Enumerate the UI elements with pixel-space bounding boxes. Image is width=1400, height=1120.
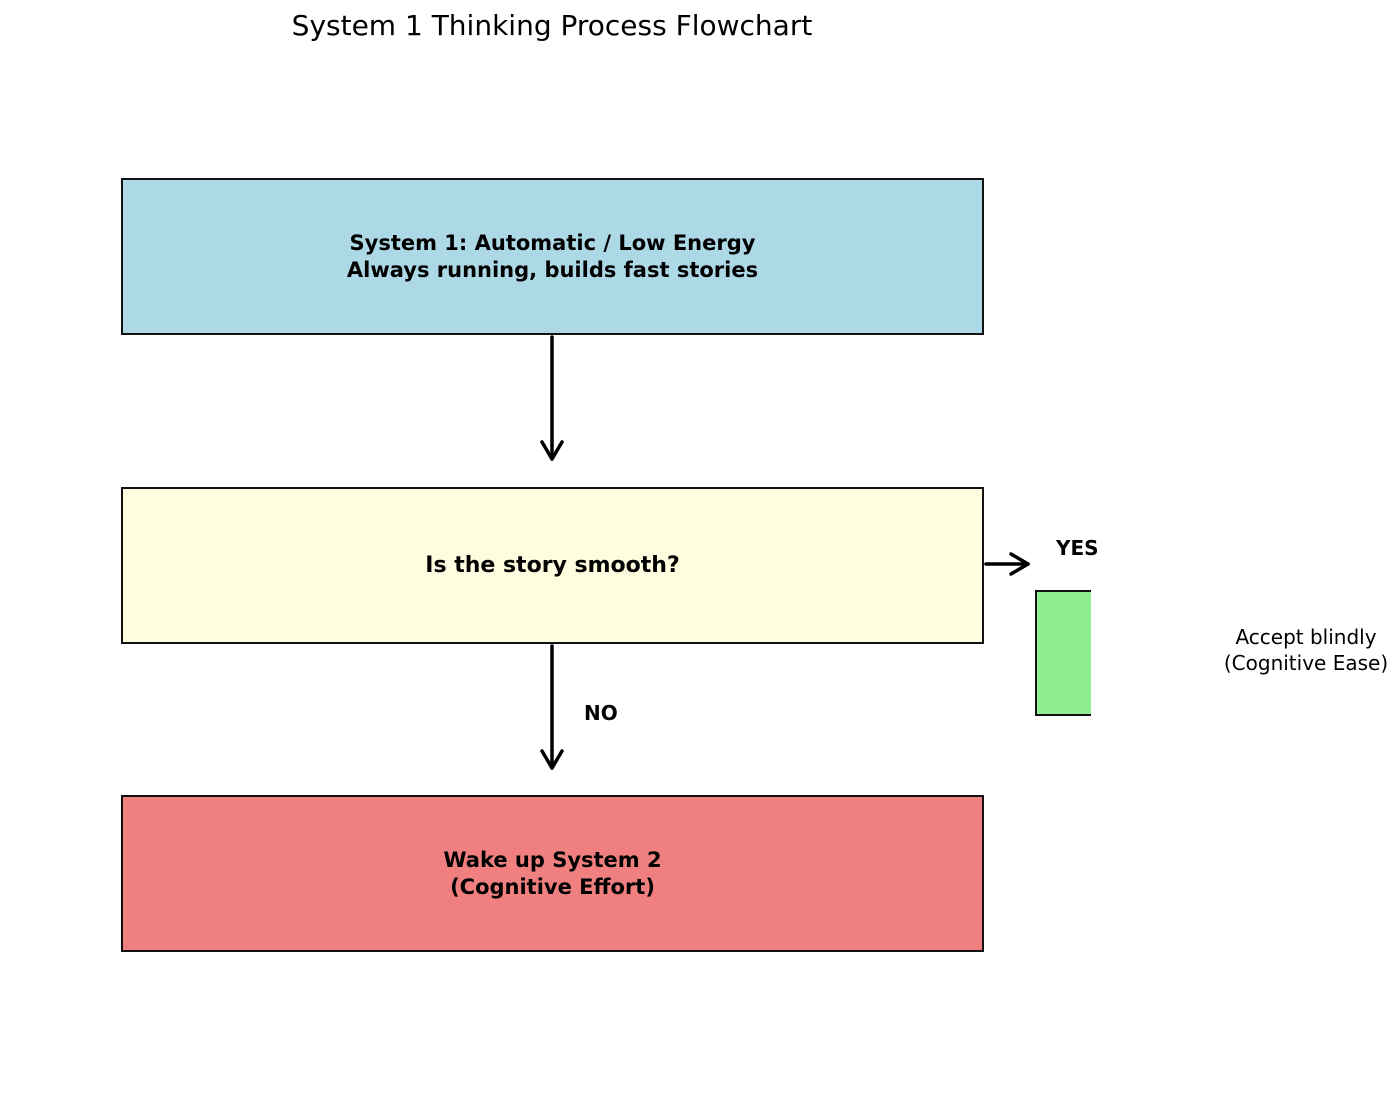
accept-node-line2: (Cognitive Ease) (1223, 651, 1389, 675)
system2-node-line1: Wake up System 2 (443, 847, 662, 872)
no-edge-label: NO (584, 701, 618, 725)
yes-edge-label: YES (1056, 536, 1099, 560)
diagram-title: System 1 Thinking Process Flowchart (291, 9, 813, 42)
accept-node-text: Accept blindly (Cognitive Ease) (1206, 624, 1400, 676)
system1-node-line2: Always running, builds fast stories (346, 257, 759, 282)
system1-node-line1: System 1: Automatic / Low Energy (349, 230, 756, 255)
accept-node-line1: Accept blindly (1235, 625, 1377, 649)
arrow-decision-to-system2 (540, 644, 564, 770)
accept-node (1035, 590, 1091, 716)
arrow-system1-to-decision (540, 335, 564, 461)
decision-node: Is the story smooth? (121, 487, 984, 644)
system2-node-line2: (Cognitive Effort) (450, 874, 655, 899)
system2-node: Wake up System 2 (Cognitive Effort) (121, 795, 984, 952)
arrow-decision-to-accept (984, 552, 1030, 576)
decision-node-label: Is the story smooth? (425, 553, 680, 578)
system1-node: System 1: Automatic / Low Energy Always … (121, 178, 984, 335)
